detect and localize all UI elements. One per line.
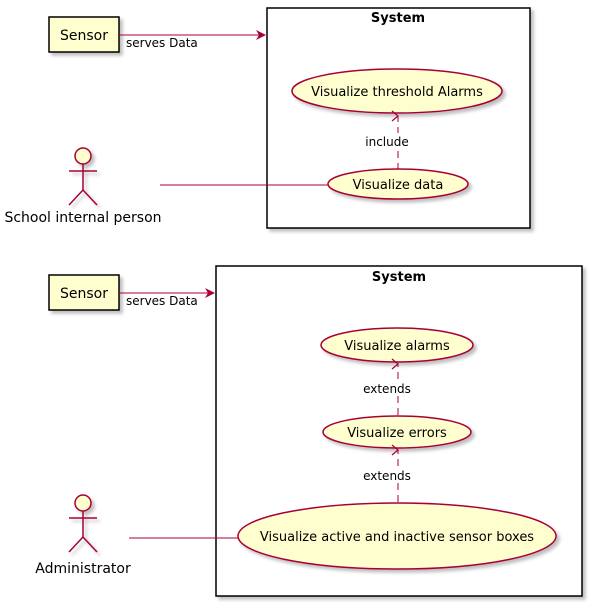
sensor-node: [48, 274, 120, 311]
actor-administrator: [68, 494, 98, 553]
usecase-visualize-sensor-boxes: [237, 502, 557, 570]
system-title: System: [372, 270, 426, 285]
usecase-visualize-data: [327, 168, 469, 200]
usecase-threshold-alarms-label: Visualize threshold Alarms: [311, 85, 483, 100]
usecase-visualize-sensor-boxes-label: Visualize active and inactive sensor box…: [260, 530, 534, 545]
serves-data-label: serves Data: [126, 294, 198, 308]
sensor-label: Sensor: [60, 28, 108, 44]
include-label: include: [365, 135, 408, 149]
actor-school-internal-person-label: School internal person: [4, 210, 161, 226]
sensor-label: Sensor: [60, 286, 108, 302]
diagram-2: System Sensor serves Data Visualize alar…: [35, 265, 583, 597]
usecase-visualize-alarms-label: Visualize alarms: [344, 339, 450, 354]
serves-data-label: serves Data: [126, 36, 198, 50]
extends-label-2: extends: [363, 469, 411, 483]
usecase-visualize-data-label: Visualize data: [353, 178, 444, 193]
usecase-visualize-errors-label: Visualize errors: [347, 426, 447, 441]
actor-school-internal-person: [68, 147, 98, 206]
diagram-1: System Sensor serves Data Visualize thre…: [4, 7, 531, 229]
extends-label-1: extends: [363, 382, 411, 396]
system-title: System: [371, 11, 425, 26]
actor-administrator-label: Administrator: [35, 561, 131, 577]
sensor-node: [48, 16, 120, 53]
